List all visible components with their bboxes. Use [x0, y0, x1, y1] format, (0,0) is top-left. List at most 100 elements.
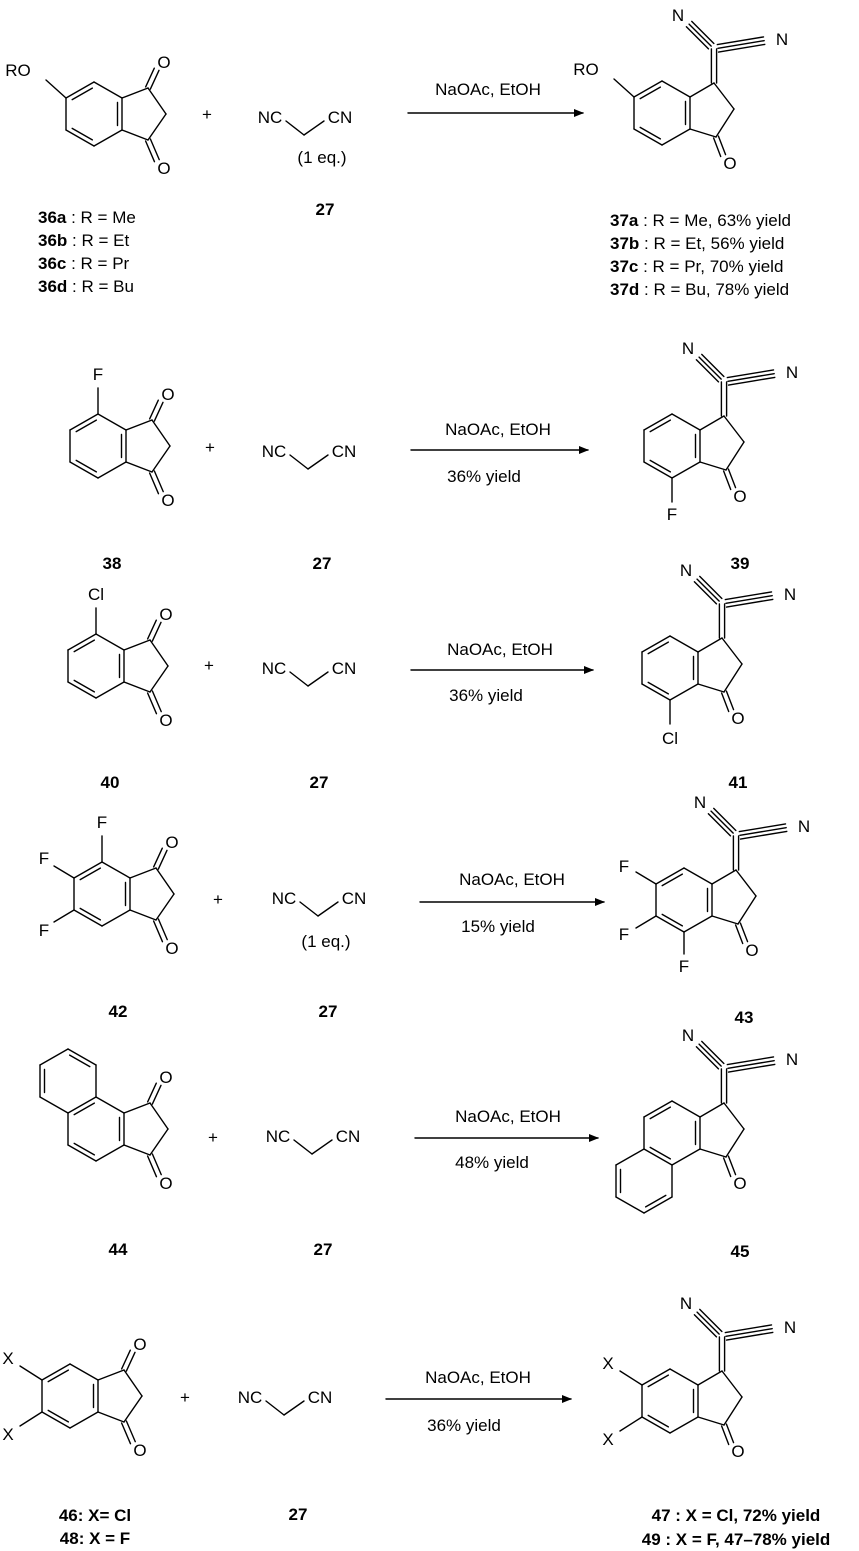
atom-label: O: [731, 709, 744, 728]
bond-line: [643, 1196, 673, 1214]
bond-line: [311, 1139, 333, 1155]
atom-label: O: [159, 605, 172, 624]
reaction-conditions: NaOAc, EtOH: [425, 1368, 531, 1387]
compound-label: 36b : R = Et: [38, 231, 129, 250]
bond-line: [73, 1142, 96, 1156]
bond-line: [307, 454, 329, 470]
bond-line: [701, 353, 725, 378]
bond-line: [655, 915, 685, 933]
atom-label: F: [39, 921, 49, 940]
bond-line: [695, 1046, 720, 1070]
bond-line: [289, 671, 309, 687]
atom-label: O: [161, 385, 174, 404]
bond-line: [121, 129, 149, 141]
compound-label: 37c : R = Pr, 70% yield: [610, 257, 783, 276]
bond-line: [151, 690, 162, 713]
bond-line: [123, 681, 151, 693]
bond-line: [717, 39, 765, 50]
atom-label: N: [784, 1318, 796, 1337]
bond-line: [711, 869, 737, 885]
atom-label: N: [784, 585, 796, 604]
atom-label: N: [680, 561, 692, 580]
atom-label: F: [619, 857, 629, 876]
bond-line: [120, 1349, 131, 1370]
reaction-conditions: NaOAc, EtOH: [435, 80, 541, 99]
atom-label: F: [667, 505, 677, 524]
atom-label: O: [157, 159, 170, 178]
plus-sign: +: [205, 438, 215, 457]
bond-line: [19, 1365, 43, 1381]
bond-line: [41, 1411, 71, 1429]
bond-line: [635, 871, 657, 885]
bond-line: [153, 401, 164, 422]
bond-line: [65, 129, 95, 147]
bond-line: [69, 413, 99, 431]
atom-label: CN: [342, 889, 367, 908]
atom-label: CN: [308, 1388, 333, 1407]
atom-label: Cl: [88, 585, 104, 604]
atom-label: F: [619, 925, 629, 944]
bond-line: [698, 1043, 722, 1067]
bond-line: [661, 873, 684, 887]
bond-line: [153, 470, 164, 493]
bond-line: [739, 826, 787, 837]
bond-line: [698, 356, 722, 380]
bond-line: [697, 637, 723, 653]
bond-line: [73, 909, 103, 927]
atom-label: X: [2, 1425, 13, 1444]
bond-line: [725, 1423, 735, 1444]
atom-label: NC: [258, 108, 283, 127]
bond-line: [293, 1139, 313, 1155]
atom-label: O: [731, 1442, 744, 1461]
bond-line: [149, 639, 169, 667]
atom-label: X: [602, 1430, 613, 1449]
bond-line: [726, 369, 775, 379]
bond-line: [155, 867, 175, 895]
compound-number: 42: [109, 1002, 128, 1021]
compound-label: 36c : R = Pr: [38, 254, 130, 273]
equivalents-note: (1 eq.): [301, 932, 350, 951]
bond-line: [693, 1314, 718, 1338]
bond-line: [649, 1146, 672, 1160]
bond-line: [671, 1100, 701, 1118]
bond-line: [317, 901, 339, 917]
atom-label: O: [159, 1174, 172, 1193]
bond-line: [723, 1102, 745, 1130]
bond-line: [123, 1102, 151, 1114]
bond-line: [265, 1400, 285, 1416]
atom-label: O: [133, 1441, 146, 1460]
bond-line: [699, 461, 727, 471]
bond-line: [727, 1063, 776, 1073]
bond-line: [121, 87, 149, 99]
bond-line: [73, 861, 103, 879]
bond-line: [647, 1374, 670, 1388]
bond-line: [715, 108, 735, 138]
bond-line: [67, 1144, 97, 1162]
bond-line: [619, 1416, 643, 1432]
bond-line: [685, 26, 710, 50]
bond-line: [644, 1194, 667, 1208]
bond-line: [717, 135, 727, 156]
atom-label: RO: [573, 60, 599, 79]
compound-number: 40: [101, 773, 120, 792]
bond-line: [151, 1084, 162, 1105]
bond-line: [129, 867, 157, 879]
bond-line: [655, 867, 685, 885]
bond-line: [97, 1369, 125, 1381]
bond-line: [152, 920, 164, 943]
bond-line: [661, 128, 691, 146]
bond-line: [633, 128, 663, 146]
bond-line: [689, 128, 717, 138]
compound-label: 49 : X = F, 47–78% yield: [642, 1530, 831, 1549]
bond-line: [739, 922, 749, 943]
compound-number: 39: [731, 554, 750, 573]
bond-line: [723, 415, 745, 443]
atom-label: F: [93, 365, 103, 384]
bond-line: [707, 813, 732, 837]
bond-line: [699, 1102, 725, 1118]
atom-label: Cl: [662, 729, 678, 748]
yield-text: 15% yield: [461, 917, 535, 936]
atom-label: N: [776, 30, 788, 49]
